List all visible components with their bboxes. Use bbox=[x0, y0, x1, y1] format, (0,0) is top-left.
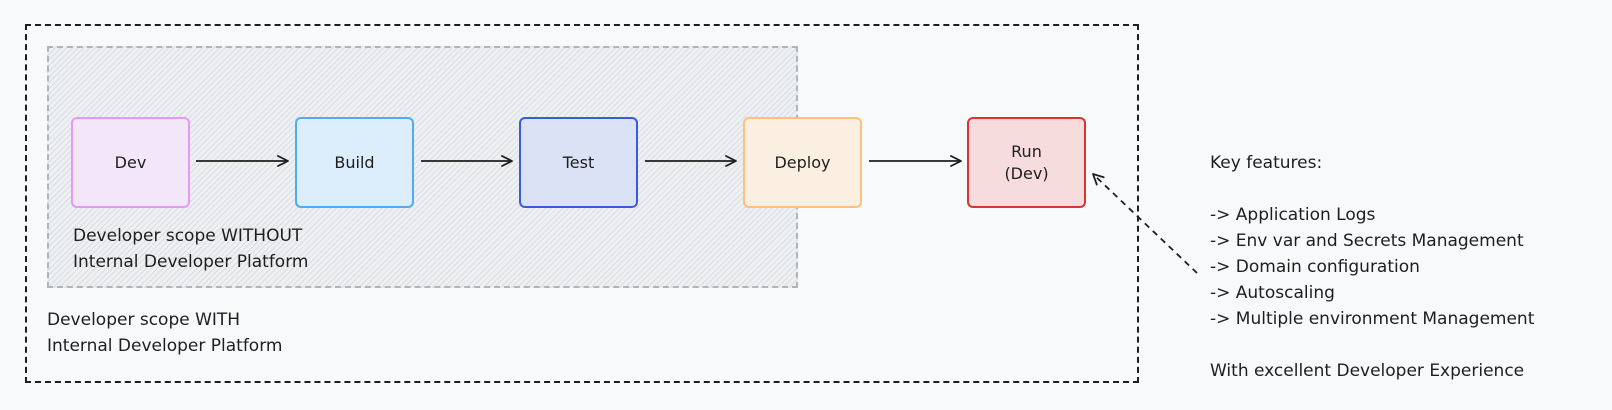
key-features-footer: With excellent Developer Experience bbox=[1210, 361, 1525, 381]
key-features-note: Key features: -> Application Logs -> Env… bbox=[1210, 150, 1534, 384]
spacer bbox=[1210, 332, 1534, 358]
scope-with-idp-boundary bbox=[25, 24, 1139, 383]
stage-dev: Dev bbox=[71, 117, 190, 208]
arrow-features-to-run bbox=[1092, 173, 1198, 274]
spacer bbox=[1210, 176, 1534, 202]
feature-item: -> Multiple environment Management bbox=[1210, 309, 1535, 329]
feature-item: -> Application Logs bbox=[1210, 205, 1376, 225]
key-features-heading: Key features: bbox=[1210, 153, 1323, 173]
feature-item: -> Autoscaling bbox=[1210, 283, 1335, 303]
scope-without-idp-label: Developer scope WITHOUT Internal Develop… bbox=[73, 226, 309, 272]
stage-test: Test bbox=[519, 117, 638, 208]
stage-build: Build bbox=[295, 117, 414, 208]
scope-with-idp-label: Developer scope WITH Internal Developer … bbox=[47, 310, 283, 356]
feature-item: -> Env var and Secrets Management bbox=[1210, 231, 1524, 251]
scope-without-idp-boundary bbox=[47, 46, 798, 288]
feature-item: -> Domain configuration bbox=[1210, 257, 1420, 277]
stage-deploy: Deploy bbox=[743, 117, 862, 208]
stage-run: Run (Dev) bbox=[967, 117, 1086, 208]
